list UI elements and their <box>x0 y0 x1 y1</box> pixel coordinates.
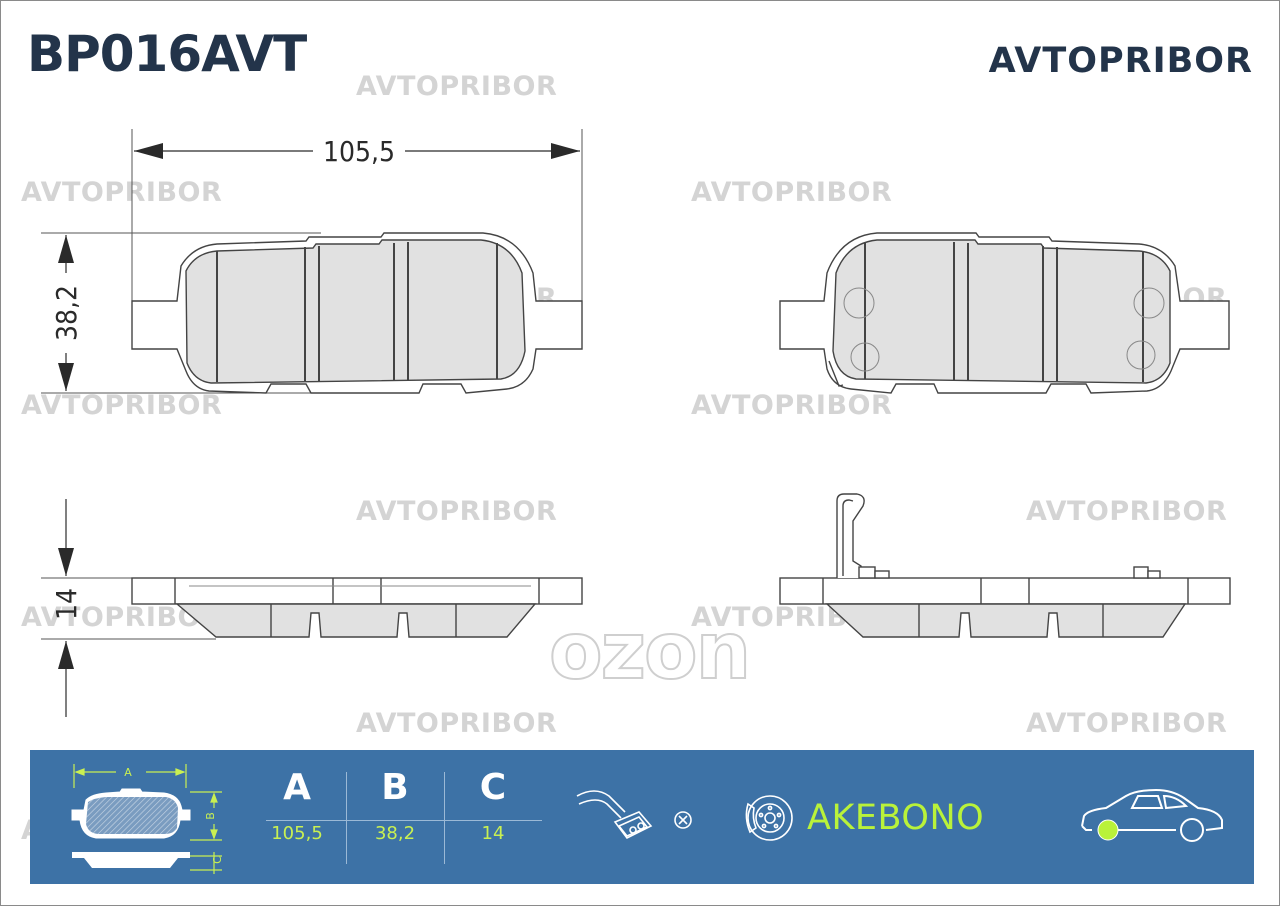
mini-label-c: C <box>211 856 224 864</box>
watermark-text: AVTOPRIBOR <box>356 708 558 739</box>
mini-dimension-diagram: A B C <box>71 764 224 874</box>
column-header-a: A <box>283 767 311 808</box>
height-dimension-label: 38,2 <box>50 285 83 341</box>
manufacturer-label: AKEBONO <box>807 798 985 838</box>
watermark-text: AVTOPRIBOR <box>356 71 558 102</box>
brake-pad-side-view-with-clip <box>779 493 1231 638</box>
watermark-text: AVTOPRIBOR <box>1026 708 1228 739</box>
mini-label-a: A <box>124 766 132 779</box>
watermark-text: AVTOPRIBOR <box>691 177 893 208</box>
row-divider <box>266 820 542 821</box>
brake-disc-icon <box>745 795 793 841</box>
marketplace-watermark: ozon <box>548 607 752 697</box>
thickness-dimension: 14 <box>41 499 216 717</box>
watermark-text: AVTOPRIBOR <box>356 496 558 527</box>
brake-pad-back-view <box>779 232 1230 394</box>
column-value-b: 38,2 <box>374 823 416 844</box>
watermark-text: AVTOPRIBOR <box>1026 496 1228 527</box>
mini-label-b: B <box>204 812 217 820</box>
info-panel: A B C A B C 105,5 38,2 14 <box>30 750 1254 884</box>
wear-sensor-none-icon <box>576 790 692 840</box>
column-header-b: B <box>381 767 409 808</box>
column-divider <box>346 772 347 864</box>
height-dimension: 38,2 <box>41 232 331 394</box>
brake-pad-side-view <box>131 577 583 638</box>
column-divider <box>444 772 445 864</box>
watermark-text: AVTOPRIBOR <box>21 390 223 421</box>
watermark-text: AVTOPRIBOR <box>21 177 223 208</box>
watermark-text: AVTOPRIBOR <box>691 390 893 421</box>
column-value-a: 105,5 <box>271 823 323 844</box>
width-dimension-label: 105,5 <box>323 135 395 168</box>
brand-logo-text: AVTOPRIBOR <box>988 41 1253 81</box>
part-number: BP016AVT <box>27 25 307 83</box>
brake-pad-front-view <box>131 232 583 394</box>
column-value-c: 14 <box>481 823 505 844</box>
column-header-c: C <box>479 767 507 808</box>
thickness-dimension-label: 14 <box>50 588 83 620</box>
car-rear-axle-icon <box>1081 788 1223 842</box>
width-dimension: 105,5 <box>131 129 583 321</box>
brand-logo-wrap: AVTOPRIBOR <box>989 41 1253 81</box>
